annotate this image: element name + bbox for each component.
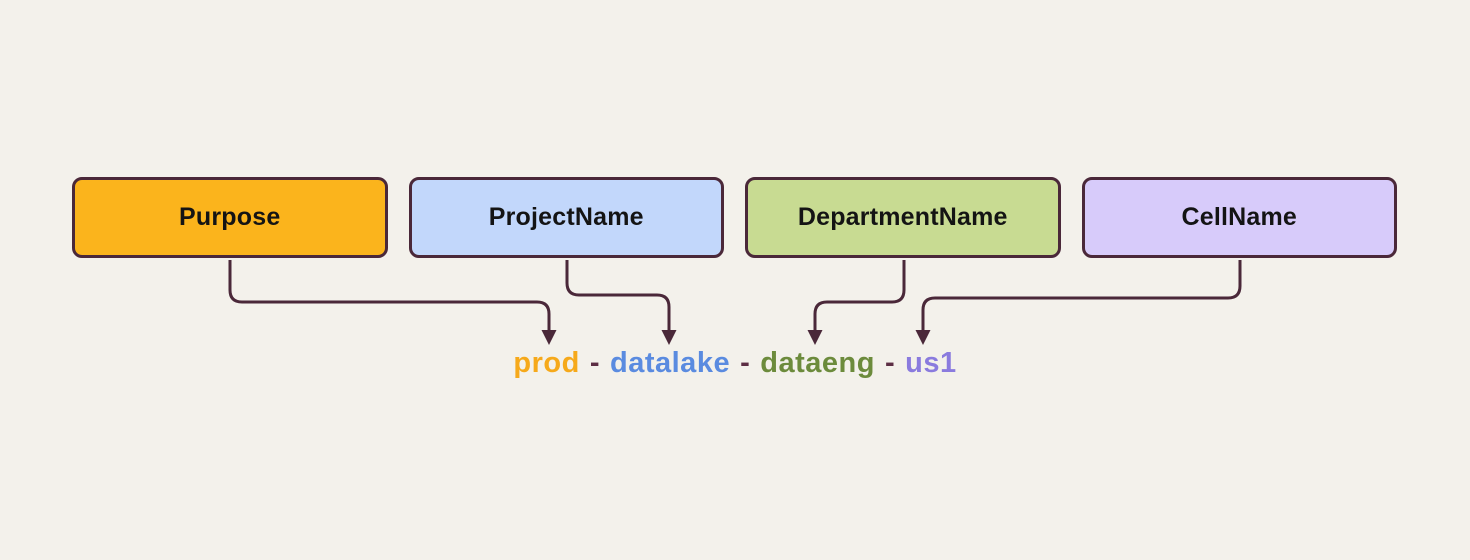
node-box-cellname: CellName bbox=[1081, 177, 1397, 258]
component-boxes-row: Purpose ProjectName DepartmentName CellN… bbox=[72, 177, 1397, 258]
node-label-projectname: ProjectName bbox=[488, 203, 644, 231]
result-part-purpose: prod bbox=[513, 347, 580, 379]
arrowhead-us1-icon bbox=[915, 330, 931, 345]
arrowhead-prod-icon bbox=[541, 330, 557, 345]
separator-dash: - bbox=[589, 347, 600, 379]
arrow-cellname-to-us1 bbox=[921, 260, 1242, 331]
separator-dash: - bbox=[740, 347, 751, 379]
arrowhead-dataeng-icon bbox=[807, 330, 823, 345]
result-part-cellname: us1 bbox=[905, 347, 957, 379]
arrow-purpose-to-prod bbox=[228, 260, 551, 331]
arrow-projectname-to-datalake bbox=[565, 260, 671, 331]
node-box-departmentname: DepartmentName bbox=[745, 177, 1061, 258]
separator-dash: - bbox=[884, 347, 896, 379]
arrowhead-datalake-icon bbox=[661, 330, 677, 345]
node-label-departmentname: DepartmentName bbox=[797, 203, 1008, 231]
node-box-projectname: ProjectName bbox=[408, 177, 724, 258]
node-label-cellname: CellName bbox=[1181, 203, 1298, 231]
arrow-departmentname-to-dataeng bbox=[813, 260, 906, 331]
node-label-purpose: Purpose bbox=[179, 203, 281, 231]
resource-name-example: prod-datalake-dataeng-us1 bbox=[0, 347, 1470, 380]
result-part-departmentname: dataeng bbox=[760, 347, 875, 379]
result-part-projectname: datalake bbox=[610, 347, 731, 379]
node-box-purpose: Purpose bbox=[72, 177, 388, 258]
